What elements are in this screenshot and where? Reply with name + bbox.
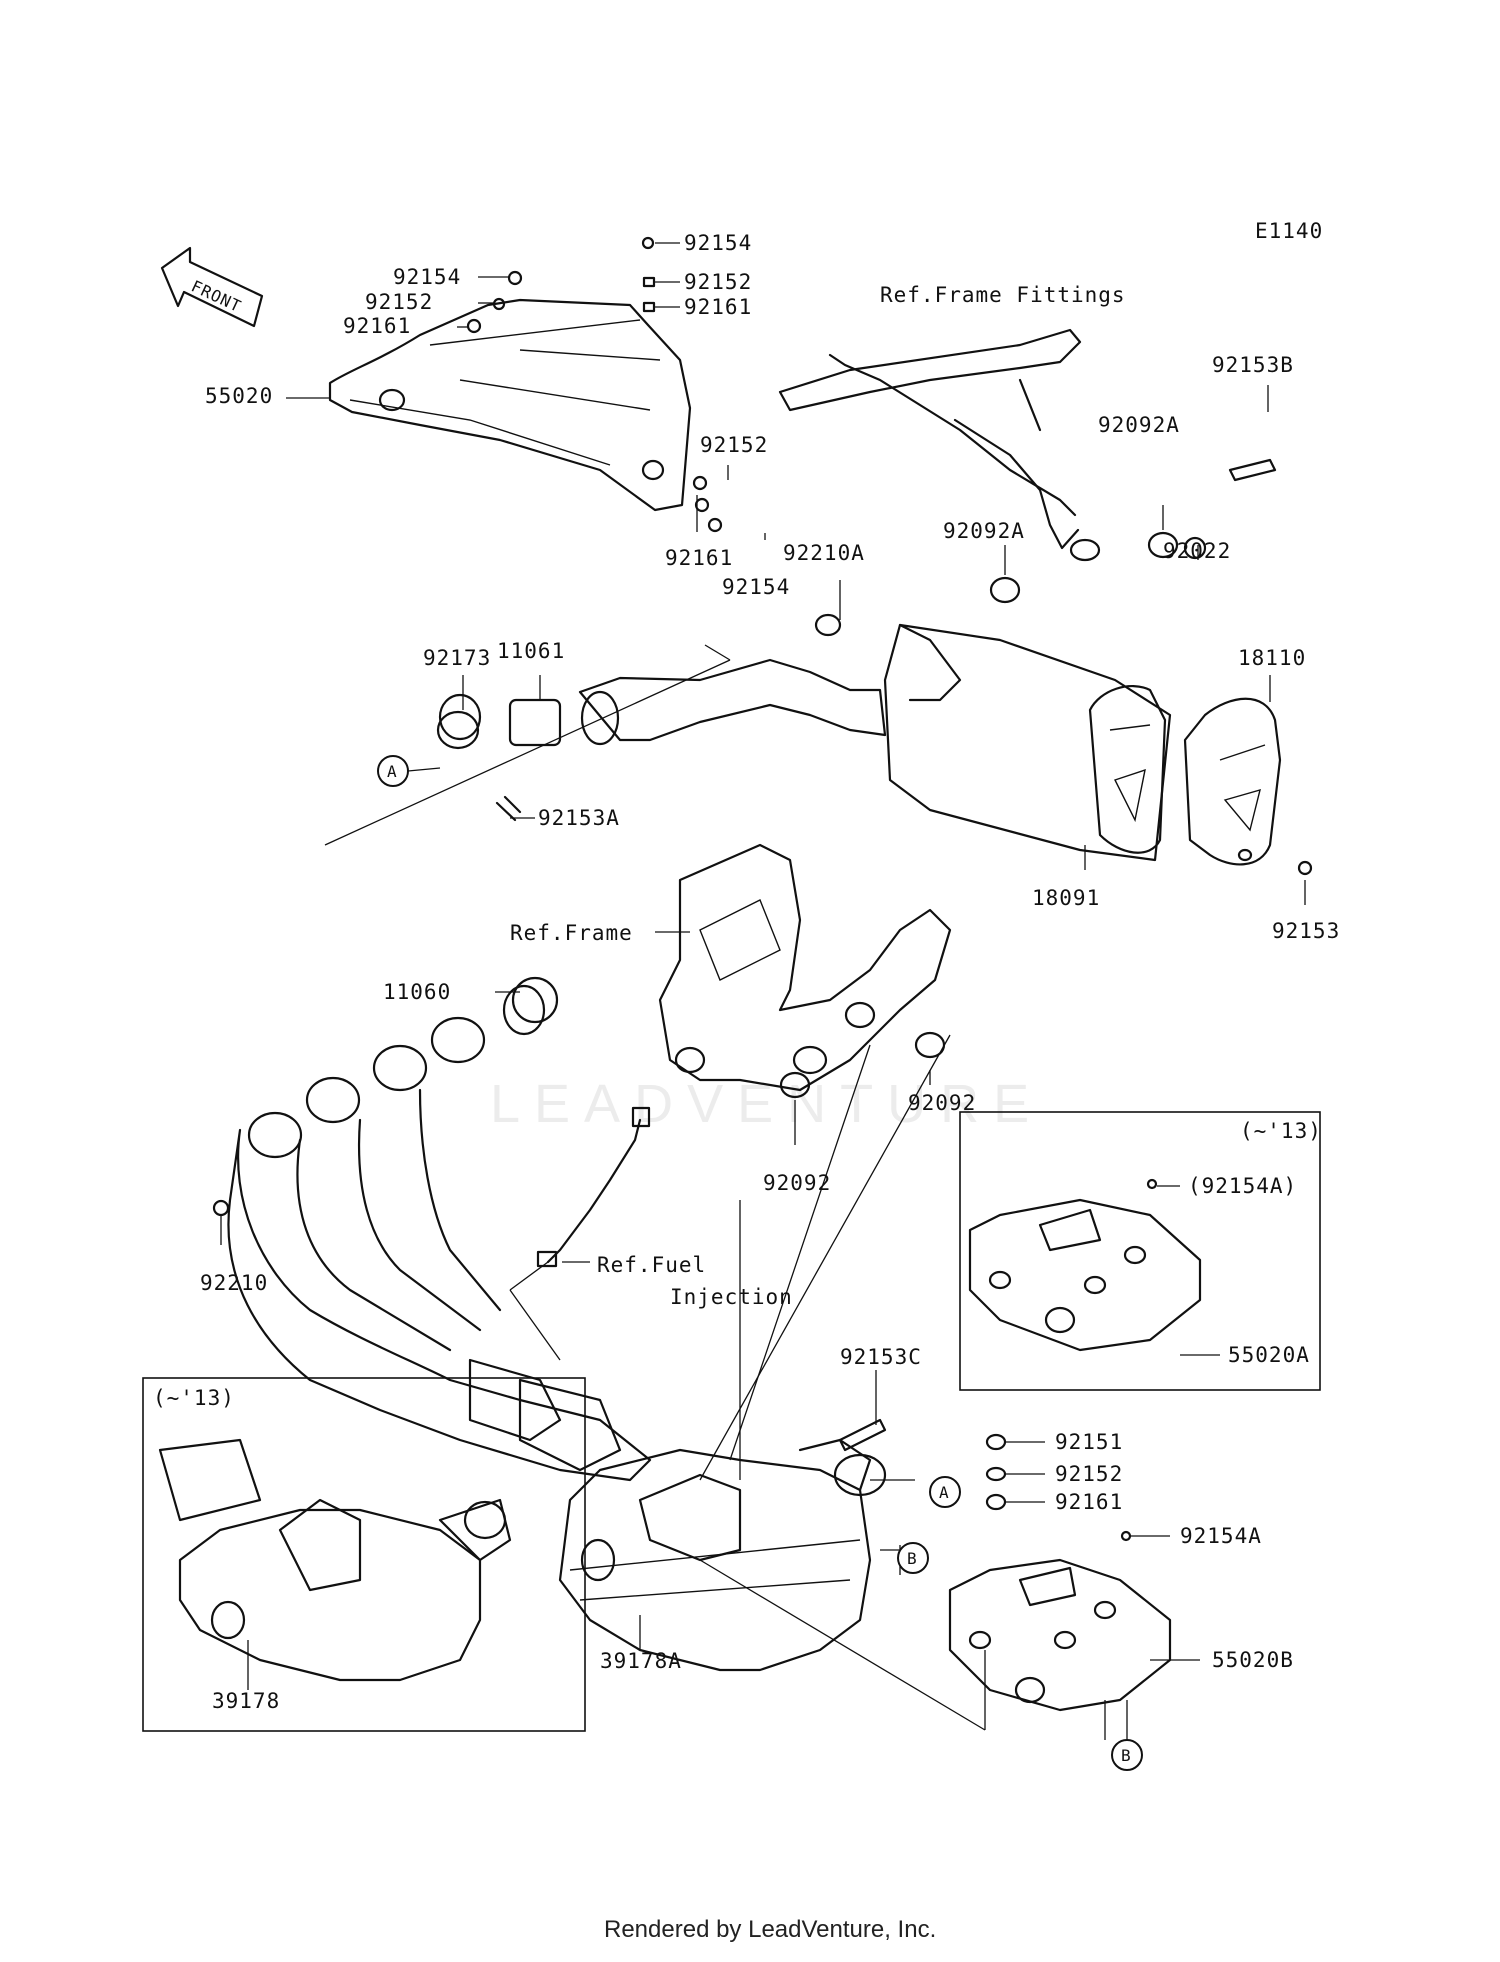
callout-b-mid: B bbox=[897, 1542, 929, 1574]
label-18091: 18091 bbox=[1032, 886, 1100, 910]
label-92154A: 92154A bbox=[1180, 1524, 1262, 1548]
leader-lines bbox=[220, 242, 1306, 1740]
label-92154A-paren: (92154A) bbox=[1188, 1174, 1297, 1198]
label-55020B: 55020B bbox=[1212, 1648, 1294, 1672]
heat-guard-55020A bbox=[968, 1198, 1202, 1352]
label-92154-top: 92154 bbox=[684, 231, 752, 255]
label-92161-mid: 92161 bbox=[665, 546, 733, 570]
label-92154-left: 92154 bbox=[393, 265, 461, 289]
label-11061: 11061 bbox=[497, 639, 565, 663]
label-18110: 18110 bbox=[1238, 646, 1306, 670]
callout-a-right: A bbox=[929, 1476, 961, 1508]
label-ref-frame-fittings: Ref.Frame Fittings bbox=[880, 283, 1126, 307]
label-39178A: 39178A bbox=[600, 1649, 682, 1673]
label-55020A: 55020A bbox=[1228, 1343, 1310, 1367]
label-ref-fuel: Ref.Fuel bbox=[597, 1253, 706, 1277]
muffler-18091 bbox=[883, 623, 1172, 862]
label-55020: 55020 bbox=[205, 384, 273, 408]
label-92210: 92210 bbox=[200, 1271, 268, 1295]
front-arrow-icon: FRONT bbox=[160, 246, 264, 328]
heat-guard-55020B bbox=[948, 1558, 1172, 1712]
callout-b-bottom: B bbox=[1111, 1739, 1143, 1771]
label-92092-1: 92092 bbox=[908, 1091, 976, 1115]
front-label: FRONT bbox=[188, 276, 244, 316]
label-ref-frame: Ref.Frame bbox=[510, 921, 633, 945]
label-92092A-1: 92092A bbox=[1098, 413, 1180, 437]
label-11060: 11060 bbox=[383, 980, 451, 1004]
frame-casting bbox=[658, 843, 952, 1092]
label-92092-2: 92092 bbox=[763, 1171, 831, 1195]
label-92161-b: 92161 bbox=[1055, 1490, 1123, 1514]
label-92022: 92022 bbox=[1163, 539, 1231, 563]
label-92153C: 92153C bbox=[840, 1345, 922, 1369]
frame-fittings-bracket bbox=[778, 328, 1101, 562]
label-92151: 92151 bbox=[1055, 1430, 1123, 1454]
oxygen-sensor bbox=[536, 1106, 651, 1268]
label-92153B: 92153B bbox=[1212, 353, 1294, 377]
callout-a-left-label: A bbox=[387, 762, 398, 781]
label-92152-left: 92152 bbox=[365, 290, 433, 314]
label-92153: 92153 bbox=[1272, 919, 1340, 943]
label-39178: 39178 bbox=[212, 1689, 280, 1713]
inset-box-55020A bbox=[959, 1111, 1321, 1391]
end-cap-18110 bbox=[1183, 697, 1282, 866]
footer-credit: Rendered by LeadVenture, Inc. bbox=[604, 1916, 936, 1943]
exhaust-header bbox=[227, 984, 652, 1482]
label-92161-top: 92161 bbox=[684, 295, 752, 319]
label-92152-top: 92152 bbox=[684, 270, 752, 294]
inset-note-left: (~'13) bbox=[153, 1386, 235, 1410]
callout-a-left: A bbox=[377, 755, 409, 787]
inset-box-39178 bbox=[142, 1377, 586, 1732]
callout-b-mid-label: B bbox=[907, 1549, 918, 1568]
diagram-code: E1140 bbox=[1255, 219, 1323, 243]
label-92152-b: 92152 bbox=[1055, 1462, 1123, 1486]
label-92161-left: 92161 bbox=[343, 314, 411, 338]
label-92152-mid: 92152 bbox=[700, 433, 768, 457]
callout-a-right-label: A bbox=[939, 1483, 950, 1502]
label-92092A-2: 92092A bbox=[943, 519, 1025, 543]
link-pipe bbox=[436, 658, 887, 750]
label-92154-mid: 92154 bbox=[722, 575, 790, 599]
silencer-39178 bbox=[158, 1438, 512, 1682]
callout-b-bottom-label: B bbox=[1121, 1746, 1132, 1765]
label-92173: 92173 bbox=[423, 646, 491, 670]
inset-note-right: (~'13) bbox=[1240, 1119, 1322, 1143]
label-92210A: 92210A bbox=[783, 541, 865, 565]
heat-cover-55020 bbox=[328, 298, 692, 512]
label-92153A: 92153A bbox=[538, 806, 620, 830]
label-ref-fuel-injection: Injection bbox=[670, 1285, 793, 1309]
silencer-39178A bbox=[558, 1438, 887, 1672]
part-labels: 92154 92152 92161 92154 92152 92161 5502… bbox=[200, 231, 1340, 1713]
